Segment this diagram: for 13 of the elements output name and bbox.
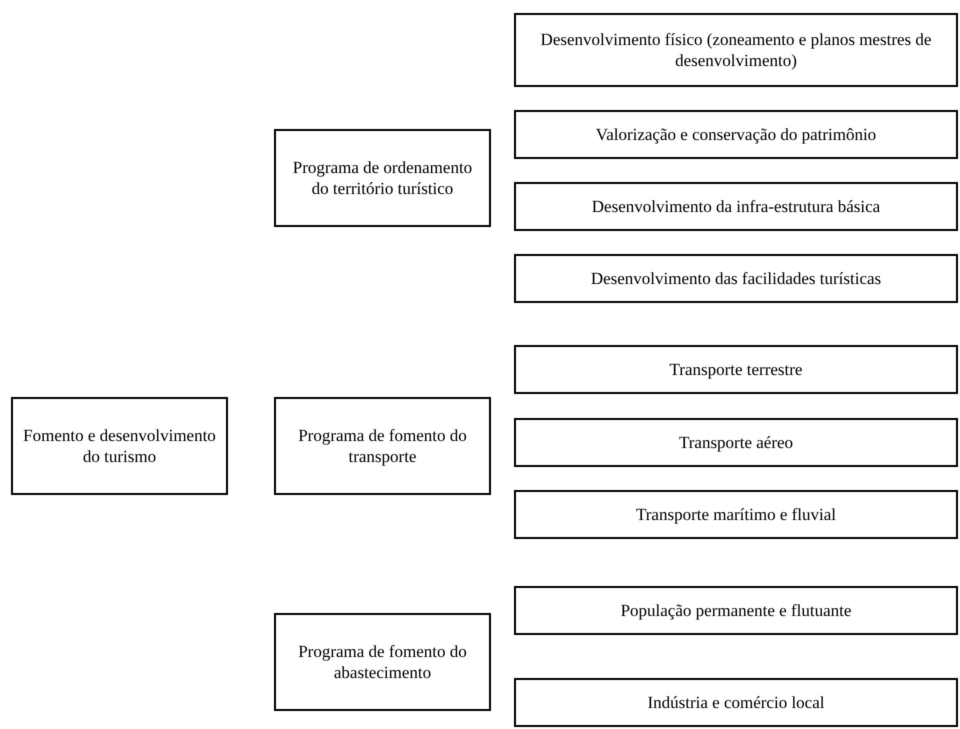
- text-box: Desenvolvimento da infra-estrutura básica: [514, 182, 958, 231]
- text-box: Programa de ordenamento do território turístico: [274, 129, 491, 227]
- text-box: População permanente e flutuante: [514, 586, 958, 635]
- text-box: Desenvolvimento das facilidades turísticas: [514, 254, 958, 303]
- text-box: Valorização e conservação do patrimônio: [514, 110, 958, 159]
- text-box: Transporte marítimo e fluvial: [514, 490, 958, 539]
- text-box: Programa de fomento do transporte: [274, 397, 491, 495]
- text-box: Transporte aéreo: [514, 418, 958, 467]
- text-box: Indústria e comércio local: [514, 678, 958, 727]
- text-box: Desenvolvimento físico (zoneamento e planos mestres de desenvolvimento): [514, 13, 958, 87]
- text-box: Programa de fomento do abastecimento: [274, 613, 491, 711]
- text-box: Fomento e desenvolvimento do turismo: [11, 397, 228, 495]
- text-box: Transporte terrestre: [514, 345, 958, 394]
